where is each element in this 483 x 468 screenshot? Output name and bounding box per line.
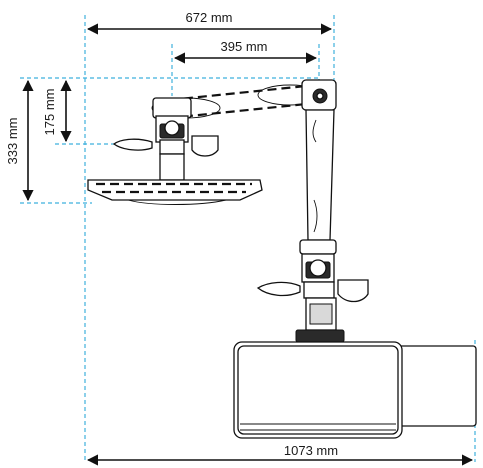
dimension-1073: 1073 mm (86, 443, 474, 466)
dimension-175-label: 175 mm (42, 89, 57, 136)
dimension-395-label: 395 mm (221, 39, 268, 54)
main-stand-assembly (256, 79, 369, 343)
base-tray (233, 341, 477, 439)
arm-swing-lower (169, 102, 307, 120)
dimension-175: 175 mm (42, 79, 72, 143)
dimension-333-label: 333 mm (5, 118, 20, 165)
dimension-672-label: 672 mm (186, 10, 233, 25)
dimension-672: 672 mm (86, 10, 333, 35)
arm-swing-upper (169, 84, 307, 102)
dimension-1073-label: 1073 mm (284, 443, 338, 458)
folded-head-assembly (87, 84, 323, 205)
dimension-333: 333 mm (5, 79, 34, 202)
dimension-395: 395 mm (173, 39, 318, 64)
guide-lines (20, 15, 476, 462)
